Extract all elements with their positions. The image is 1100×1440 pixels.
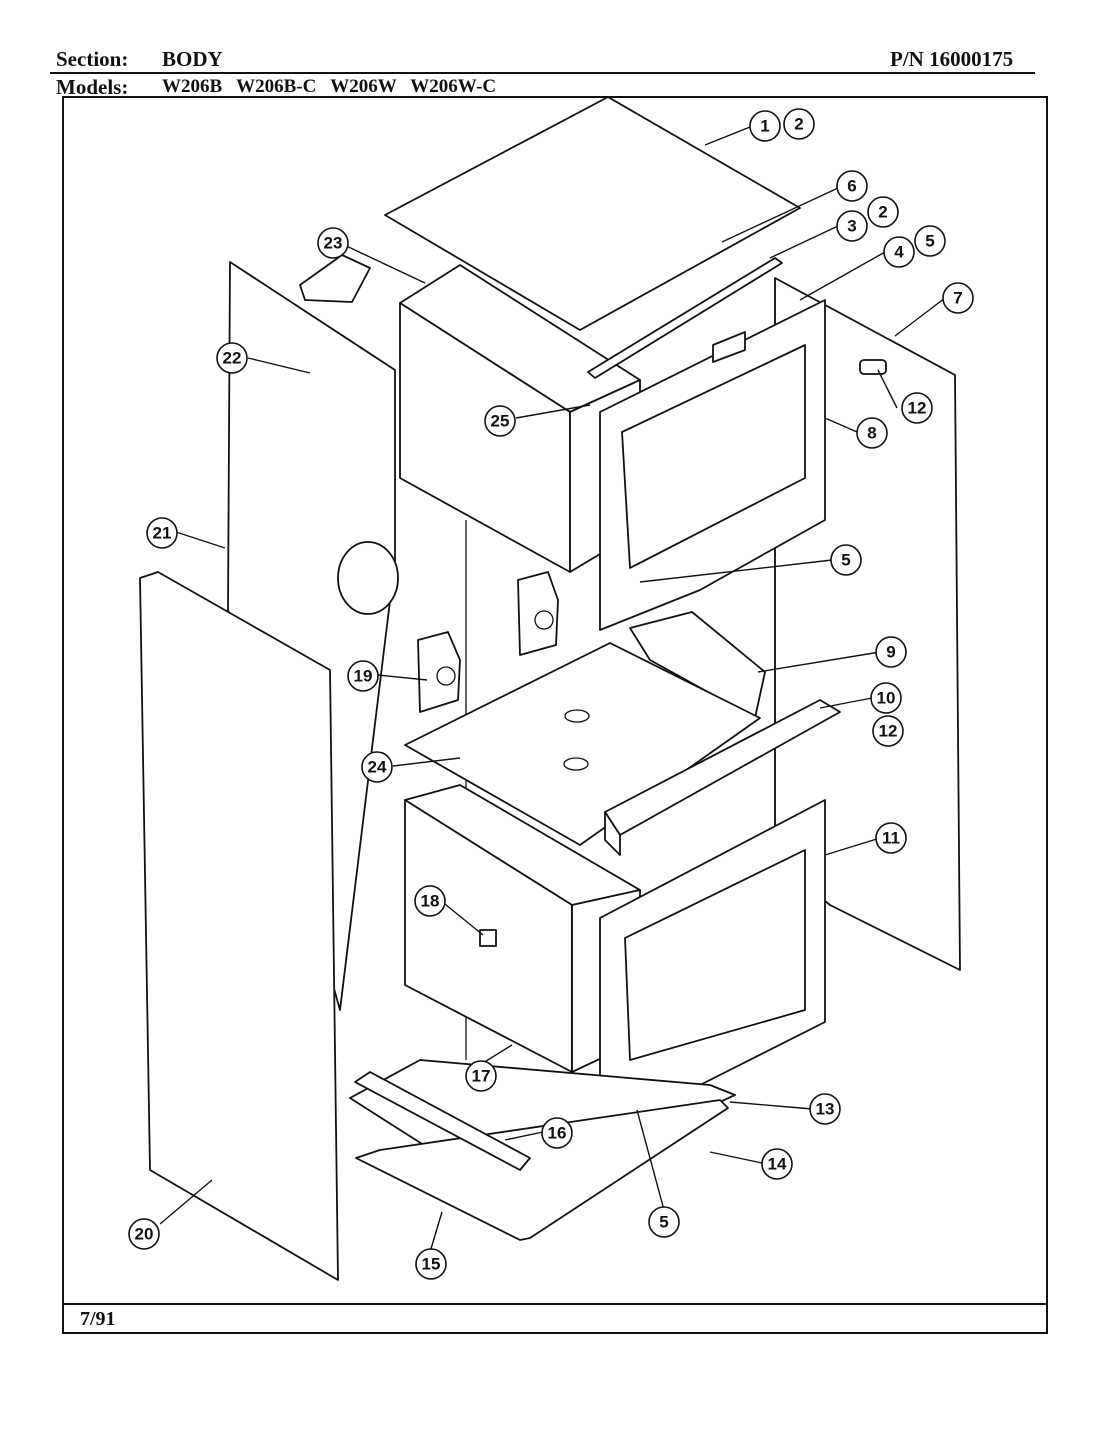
callout-22: 22 [216,342,248,374]
svg-text:3: 3 [847,217,856,236]
footer-rule [62,1303,1048,1305]
callout-11: 11 [875,822,907,854]
callout-7: 7 [942,282,974,314]
callout-2: 2 [783,108,815,140]
top-panel [384,96,801,331]
callout-8: 8 [856,417,888,449]
svg-text:20: 20 [135,1225,154,1244]
svg-text:25: 25 [491,412,510,431]
vent-rail-10 [604,699,841,856]
svg-text:1: 1 [760,117,769,136]
callout-9: 9 [875,636,907,668]
models-list: W206B W206B-C W206W W206W-C [162,76,497,97]
svg-text:4: 4 [894,243,904,262]
panel-20 [139,571,339,1281]
callout-15: 15 [415,1248,447,1280]
callout-1: 1 [749,110,781,142]
callout-19: 19 [347,660,379,692]
svg-text:21: 21 [153,524,172,543]
callout-24: 24 [361,751,393,783]
bottom-trays [349,1059,736,1241]
callout-13: 13 [809,1093,841,1125]
svg-text:24: 24 [368,758,387,777]
svg-text:22: 22 [223,349,242,368]
callout-6: 6 [836,170,868,202]
callout-10: 10 [870,682,902,714]
callout-4: 4 [883,236,915,268]
callout-14: 14 [761,1148,793,1180]
leader-lines [159,126,946,1253]
bracket-19 [417,571,559,713]
callout-21: 21 [146,517,178,549]
header-rule [50,72,1035,74]
svg-text:16: 16 [548,1124,567,1143]
svg-text:7: 7 [953,289,962,308]
svg-text:9: 9 [886,643,895,662]
svg-text:11: 11 [882,829,900,848]
callout-25: 25 [484,405,516,437]
knob-12 [859,359,887,375]
svg-text:13: 13 [816,1100,835,1119]
part-number: P/N 16000175 [890,47,1014,71]
bracket-9 [629,611,766,719]
callout-5: 5 [830,544,862,576]
callout-12: 12 [872,715,904,747]
svg-text:5: 5 [925,232,934,251]
callout-5: 5 [648,1206,680,1238]
shelf-24 [404,642,761,846]
callout-3: 3 [836,210,868,242]
svg-text:2: 2 [878,203,887,222]
svg-text:15: 15 [422,1255,441,1274]
svg-text:2: 2 [794,115,803,134]
callout-12: 12 [901,392,933,424]
svg-text:18: 18 [421,892,440,911]
upper-door-frame [599,299,826,631]
svg-text:8: 8 [867,424,876,443]
svg-text:10: 10 [877,689,896,708]
models-label: Models: [56,75,129,99]
revision-date: 7/91 [80,1308,116,1330]
callout-20: 20 [128,1218,160,1250]
svg-text:12: 12 [908,399,927,418]
svg-text:19: 19 [354,667,373,686]
svg-text:5: 5 [841,551,850,570]
svg-text:23: 23 [324,234,343,253]
callout-2: 2 [867,196,899,228]
callout-23: 23 [317,227,349,259]
section-label: Section: [56,47,129,71]
callout-16: 16 [541,1117,573,1149]
svg-text:6: 6 [847,177,856,196]
connector-22 [299,254,371,303]
svg-text:12: 12 [879,722,898,741]
svg-text:5: 5 [659,1213,668,1232]
callout-18: 18 [414,885,446,917]
callout-5: 5 [914,225,946,257]
callout-17: 17 [465,1060,497,1092]
svg-text:14: 14 [768,1155,787,1174]
svg-text:17: 17 [472,1067,491,1086]
diagram-frame [62,96,1048,1334]
section-value: BODY [162,47,223,71]
strip-3 [587,257,783,379]
lower-door-frame [599,799,826,1129]
